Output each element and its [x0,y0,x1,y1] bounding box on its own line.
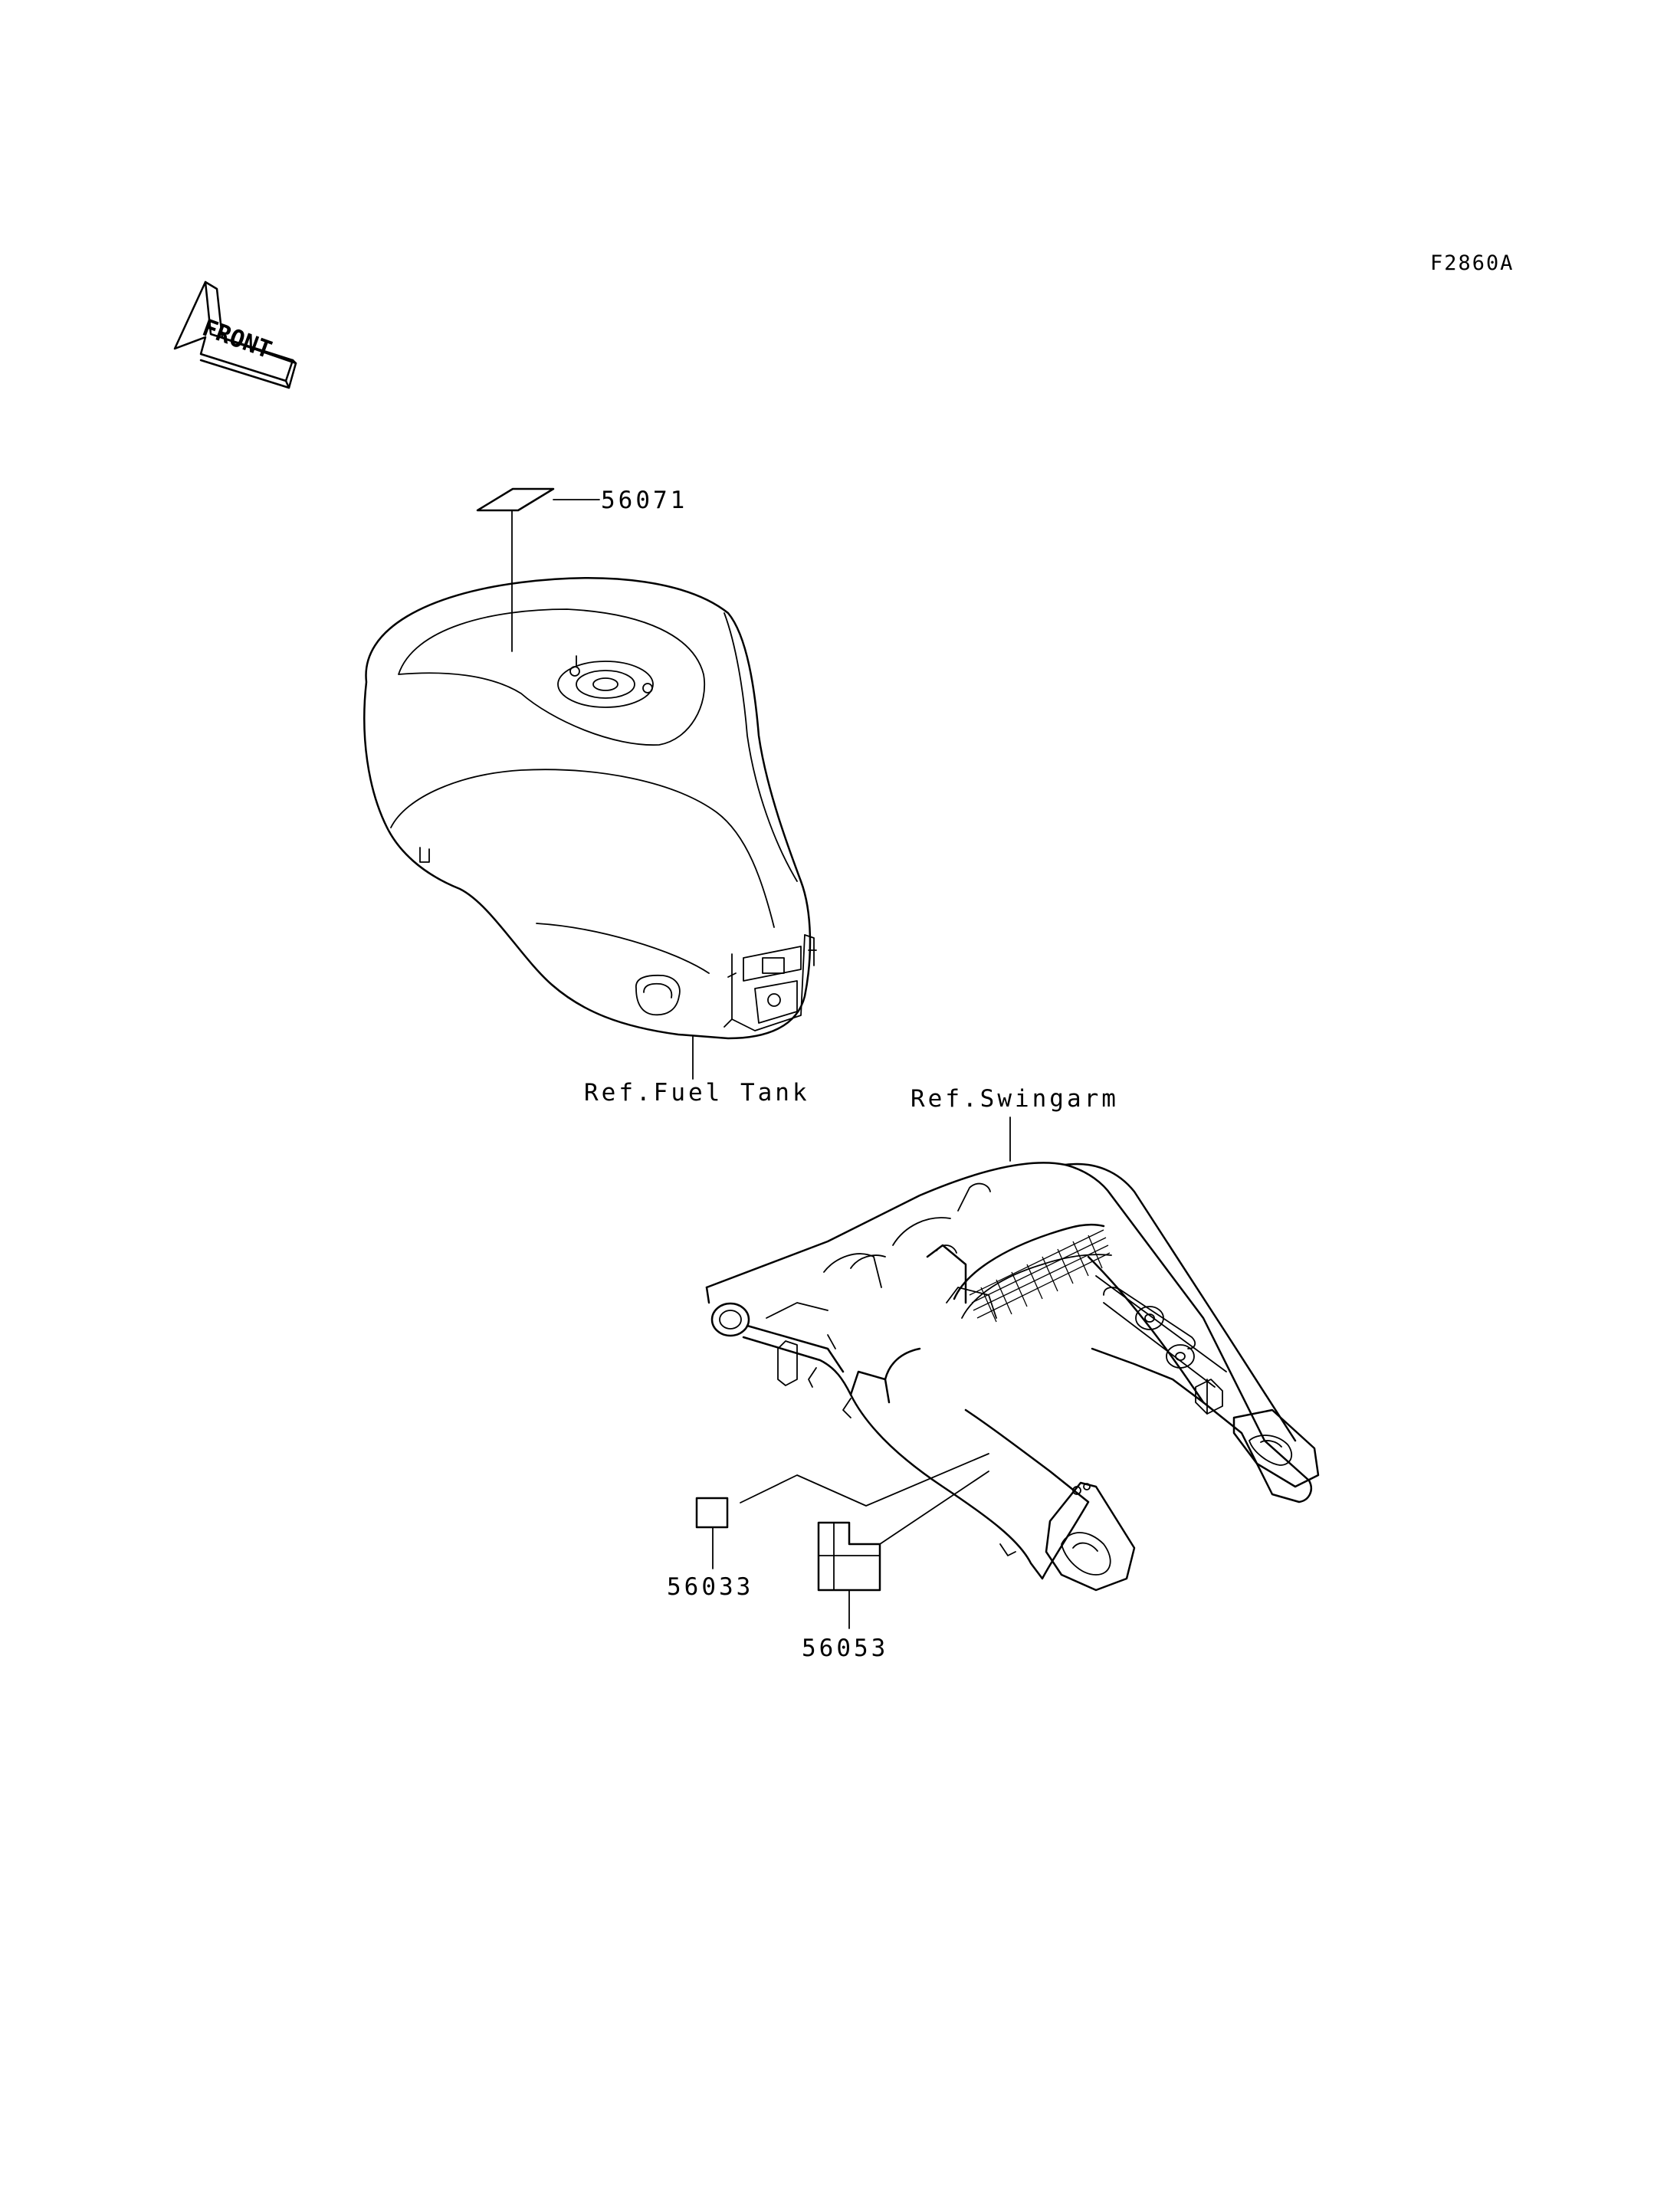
label-56033-callout [695,1453,989,1569]
ref-fuel-tank: Ref.Fuel Tank [584,1079,810,1107]
swingarm-mesh [969,1229,1111,1323]
front-arrow-icon: FRONT [173,280,297,389]
ref-swingarm: Ref.Swingarm [911,1085,1119,1113]
part-number-56053: 56053 [802,1635,888,1662]
part-number-56033: 56033 [667,1573,753,1601]
swingarm-outline [705,1162,1320,1592]
part-number-56071: 56071 [601,487,687,514]
drawing-code: F2860A [1430,251,1514,275]
label-56071-callout [476,487,600,652]
label-56053-callout [817,1471,989,1629]
fuel-tank-outline [363,577,817,1040]
